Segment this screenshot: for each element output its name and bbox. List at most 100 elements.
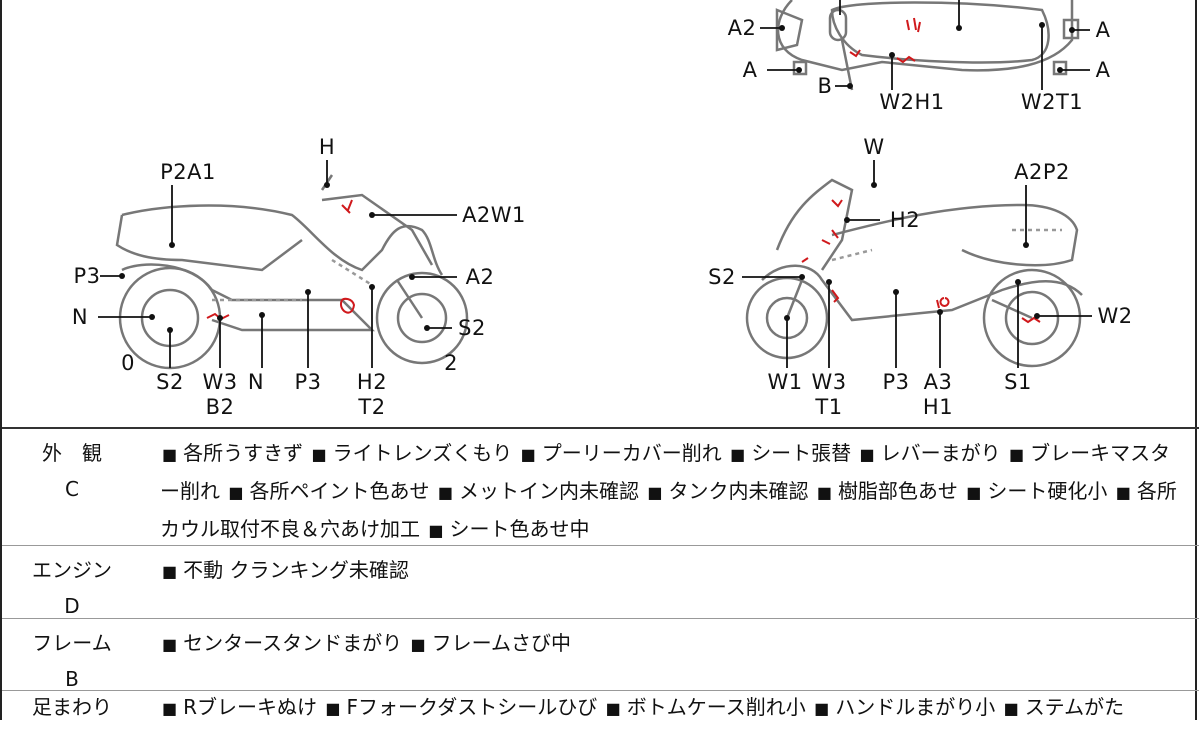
row-items: ■各所うすきず ■ライトレンズくもり ■プーリーカバー削れ ■シート張替 ■レバ… — [160, 435, 1179, 549]
row-heading: 足まわり — [2, 689, 142, 725]
condition-item: ステムがた — [1024, 695, 1125, 719]
diagram-label: P2A1 — [160, 160, 216, 184]
condition-item: センタースタンドまがり — [183, 631, 403, 655]
category-label: エンジン — [32, 558, 112, 582]
row-heading: フレーム B — [2, 625, 142, 697]
diagram-label: A — [742, 58, 758, 82]
condition-item: シート張替 — [751, 441, 852, 465]
bullet-square-icon: ■ — [605, 699, 621, 718]
condition-item: ハンドルまがり小 — [835, 695, 996, 719]
diagram-label: A — [1095, 18, 1111, 42]
diagram-label: S2 — [708, 265, 736, 289]
condition-item: シート硬化小 — [987, 479, 1108, 503]
diagram-label: S1 — [1004, 370, 1032, 394]
diagram-label: B2 — [205, 395, 235, 419]
bullet-square-icon: ■ — [228, 483, 244, 502]
condition-item: 樹脂部色あせ — [837, 479, 958, 503]
condition-item: 不動 クランキング未確認 — [183, 558, 409, 582]
condition-item: Rブレーキぬけ — [183, 695, 318, 719]
diagram-label: T1 — [815, 395, 843, 419]
bullet-square-icon: ■ — [814, 699, 830, 718]
bullet-square-icon: ■ — [1115, 483, 1131, 502]
bullet-square-icon: ■ — [730, 445, 746, 464]
diagram-label: N — [247, 370, 265, 394]
diagram-label: 2 — [444, 351, 458, 375]
condition-item: 各所ペイント色あせ — [249, 479, 430, 503]
condition-item: シート色あせ中 — [449, 517, 590, 541]
diagram-label: H2 — [356, 370, 388, 394]
diagram-label: P3 — [294, 370, 322, 394]
diagram-label: A2 — [465, 265, 495, 289]
row-heading: エンジン D — [2, 552, 142, 624]
row-items: ■ 不動 クランキング未確認 — [160, 552, 1179, 590]
condition-item: タンク内未確認 — [668, 479, 809, 503]
bullet-square-icon: ■ — [437, 483, 453, 502]
condition-item: フレームさび中 — [431, 631, 572, 655]
motorcycle-drawings — [98, 0, 1092, 370]
condition-item: レバーまがり — [880, 441, 1001, 465]
category-label: フレーム — [32, 631, 112, 655]
bullet-square-icon: ■ — [647, 483, 663, 502]
diagram-label: H — [318, 135, 336, 159]
diagram-label: W3 — [202, 370, 238, 394]
condition-item: 各所うすきず — [183, 441, 304, 465]
row-items: ■ センタースタンドまがり ■ フレームさび中 — [160, 625, 1179, 663]
diagram-label: H1 — [922, 395, 954, 419]
top-view-drawing — [760, 0, 1090, 91]
row-items: ■ Rブレーキぬけ ■ Fフォークダストシールひび ■ ボトムケース削れ小 ■ ハンドル… — [160, 689, 1179, 727]
condition-item: Fフォークダストシールひび — [346, 695, 598, 719]
row-frame: フレーム B ■ センタースタンドまがり ■ フレームさび中 — [2, 619, 1199, 691]
right-side-bike-drawing — [742, 160, 1092, 368]
bullet-square-icon: ■ — [1003, 699, 1019, 718]
diagram-label: H2 — [889, 208, 921, 232]
diagram-label: N — [71, 305, 89, 329]
bullet-square-icon: ■ — [325, 699, 341, 718]
bullet-square-icon: ■ — [410, 635, 426, 654]
condition-item: ボトムケース削れ小 — [626, 695, 806, 719]
condition-item: ライトレンズくもり — [332, 441, 513, 465]
diagram-label: W2 — [1097, 304, 1133, 328]
category-label: 外 観 — [42, 441, 102, 465]
grade-label: B — [65, 667, 79, 691]
category-label: 足まわり — [32, 695, 112, 719]
bullet-square-icon: ■ — [520, 445, 536, 464]
left-side-bike-drawing — [98, 160, 469, 370]
bullet-square-icon: ■ — [162, 445, 178, 464]
diagram-label: A — [1095, 58, 1111, 82]
inspection-sheet: A2 A B W2H1 W2T1 A A H P2A1 A2W1 P3 A2 N… — [0, 0, 1199, 720]
diagram-label: A2P2 — [1014, 160, 1070, 184]
bullet-square-icon: ■ — [1009, 445, 1025, 464]
diagram-label: W3 — [811, 370, 847, 394]
condition-item: メットイン内未確認 — [458, 479, 639, 503]
row-engine: エンジン D ■ 不動 クランキング未確認 — [2, 546, 1199, 619]
diagram-label: W — [863, 135, 885, 159]
diagram-label: W2T1 — [1020, 90, 1084, 114]
bullet-square-icon: ■ — [162, 635, 178, 654]
diagram-label: P3 — [882, 370, 910, 394]
condition-item: ブレーキマスター削れ — [160, 441, 1171, 503]
diagram-label: W1 — [767, 370, 803, 394]
diagram-label: S2 — [156, 370, 184, 394]
diagram-label: B — [817, 74, 833, 98]
bullet-square-icon: ■ — [816, 483, 832, 502]
condition-item: 各所カウル取付不良＆穴あけ加工 — [160, 479, 1177, 541]
bullet-square-icon: ■ — [859, 445, 875, 464]
diagram-label: P3 — [73, 264, 101, 288]
bullet-square-icon: ■ — [428, 521, 444, 540]
damage-diagram: A2 A B W2H1 W2T1 A A H P2A1 A2W1 P3 A2 N… — [2, 0, 1199, 429]
diagram-label: A3 — [923, 370, 953, 394]
row-suspension: 足まわり ■ Rブレーキぬけ ■ Fフォークダストシールひび ■ ボトムケース削れ小 … — [2, 691, 1199, 751]
bullet-square-icon: ■ — [162, 562, 178, 581]
diagram-label: S2 — [458, 316, 486, 340]
diagram-label: A2 — [727, 16, 757, 40]
diagram-label: T2 — [358, 395, 386, 419]
bullet-square-icon: ■ — [162, 699, 178, 718]
diagram-label: 0 — [121, 351, 135, 375]
row-heading: 外 観 C — [2, 435, 142, 507]
grade-label: D — [64, 594, 80, 618]
diagram-label: W2H1 — [879, 90, 945, 114]
grade-label: C — [65, 477, 79, 501]
bullet-square-icon: ■ — [311, 445, 327, 464]
bullet-square-icon: ■ — [966, 483, 982, 502]
